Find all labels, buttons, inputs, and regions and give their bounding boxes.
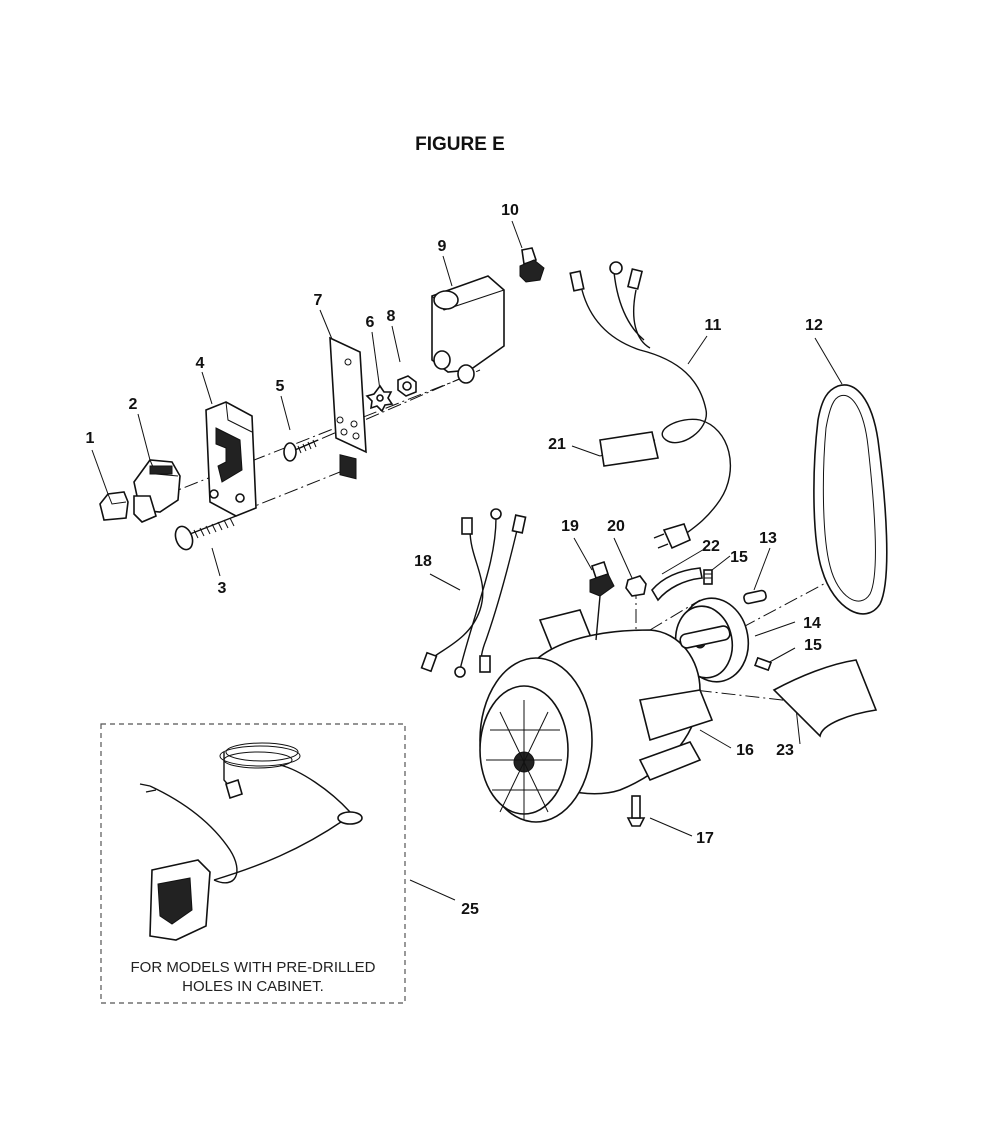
part-21-tag: [599, 431, 659, 467]
callout-13: 13: [759, 530, 777, 547]
part-8-nut: [397, 375, 417, 397]
callout-25: 25: [461, 901, 479, 918]
callout-21: 21: [548, 436, 566, 453]
part-5-screw: [283, 439, 319, 462]
part-9-capacitor: [431, 275, 505, 384]
callout-18: 18: [414, 553, 432, 570]
part-19-terminal-boot: [589, 560, 615, 641]
callout-14: 14: [803, 615, 821, 632]
callout-15-bottom: 15: [804, 637, 822, 654]
callout-20: 20: [607, 518, 625, 535]
callout-2: 2: [129, 396, 138, 413]
part-13-key: [743, 589, 767, 605]
part-22-label: [651, 567, 703, 602]
callout-16: 16: [736, 742, 754, 759]
figure-title: FIGURE E: [415, 134, 505, 155]
inset-note: FOR MODELS WITH PRE-DRILLED HOLES IN CAB…: [102, 958, 404, 996]
inset-note-line-1: FOR MODELS WITH PRE-DRILLED: [130, 959, 376, 976]
callout-3: 3: [218, 580, 227, 597]
inset-box: [100, 723, 406, 1004]
callout-11: 11: [705, 317, 722, 334]
callout-12: 12: [805, 317, 823, 334]
callout-7: 7: [314, 292, 323, 309]
callout-22: 22: [702, 538, 720, 555]
callout-15-top: 15: [730, 549, 748, 566]
callout-23: 23: [776, 742, 794, 759]
part-6-star-washer: [365, 384, 394, 413]
callout-8: 8: [387, 308, 396, 325]
part-1-switch-key: [99, 491, 129, 521]
inset-note-line-2: HOLES IN CABINET.: [182, 978, 324, 995]
part-3-screw: [174, 515, 237, 551]
callout-1: 1: [86, 430, 95, 447]
part-11-power-cord: [569, 261, 732, 550]
callout-10: 10: [501, 202, 519, 219]
part-17-bolt: [626, 795, 646, 827]
part-10-boot: [519, 247, 545, 283]
callout-9: 9: [438, 238, 447, 255]
part-7-mounting-plate: [329, 336, 367, 480]
part-20-nut: [625, 575, 647, 597]
part-16-motor: [479, 609, 731, 823]
part-18-wire-harness: [420, 508, 527, 678]
callout-6: 6: [366, 314, 375, 331]
callout-5: 5: [276, 378, 285, 395]
callout-numbers: 1 2 3 4 5 6 7 8 9 10 11 12 13 14 15 15 1…: [86, 202, 823, 918]
part-12-belt: [813, 384, 888, 615]
part-4-switch-box: [205, 401, 257, 517]
callout-19: 19: [561, 518, 579, 535]
callout-17: 17: [696, 830, 714, 847]
callout-4: 4: [196, 355, 205, 372]
part-2-switch: [133, 459, 181, 523]
part-23-warning-label: [772, 659, 878, 738]
part-15-set-screws: [703, 569, 772, 672]
